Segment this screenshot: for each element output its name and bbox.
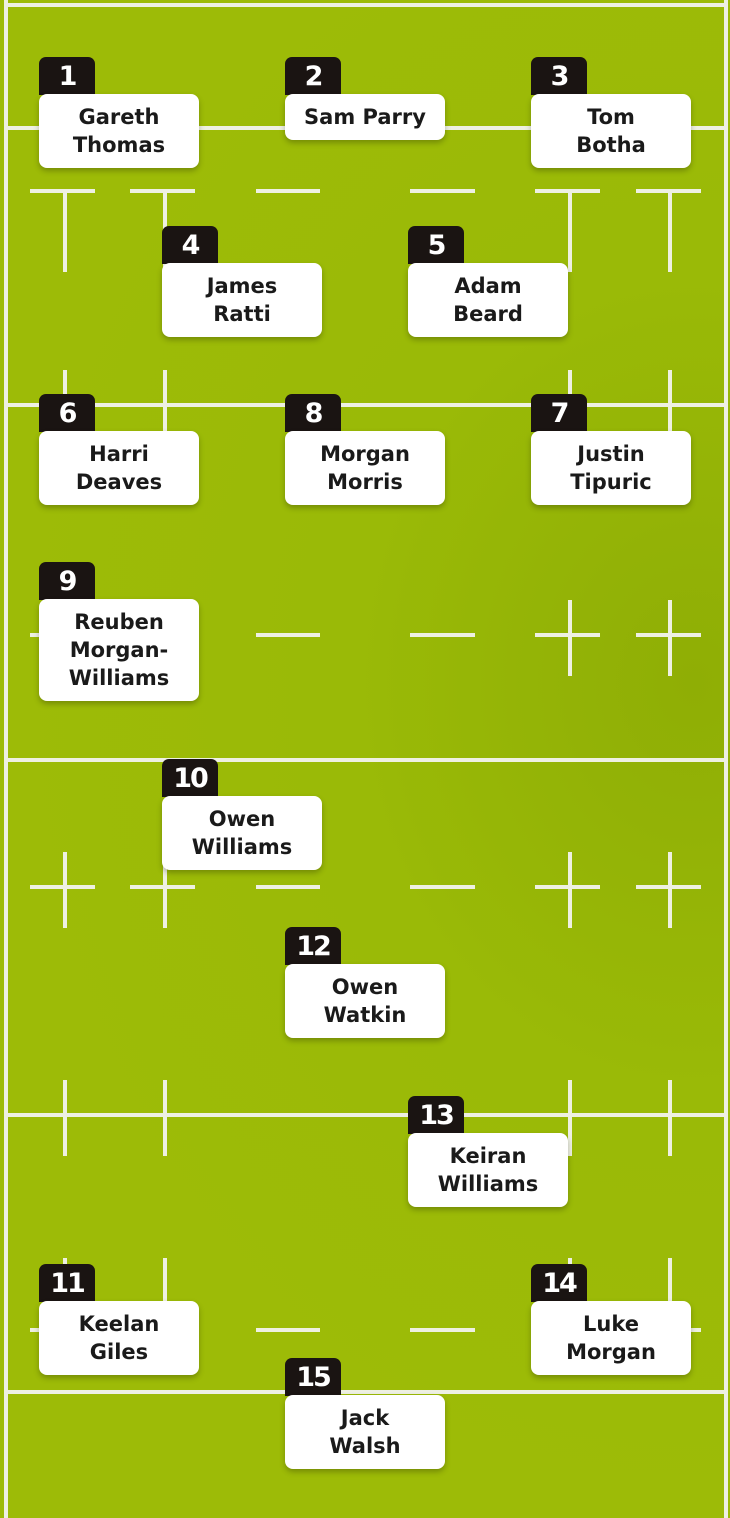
player-number: 14 (531, 1264, 587, 1302)
player-number: 5 (408, 226, 464, 264)
dash-line (410, 1328, 475, 1332)
player-name: Tom Botha (531, 94, 691, 168)
player-name: Keiran Williams (408, 1133, 568, 1207)
player-number: 3 (531, 57, 587, 95)
player-name: Adam Beard (408, 263, 568, 337)
player-name: Luke Morgan (531, 1301, 691, 1375)
player-number: 4 (162, 226, 218, 264)
pitch-line (4, 1390, 728, 1394)
dash-line (410, 189, 475, 193)
dash-line (535, 189, 600, 193)
dash-line (256, 189, 320, 193)
player-name: Reuben Morgan-Williams (39, 599, 199, 701)
dead-ball-line (4, 3, 728, 7)
tick-line (163, 370, 167, 440)
player-number: 11 (39, 1264, 95, 1302)
dash-line (256, 1328, 320, 1332)
pitch-line (4, 758, 728, 762)
dash-line (130, 885, 195, 889)
player-number: 8 (285, 394, 341, 432)
player-name: Sam Parry (285, 94, 445, 140)
player-name: Owen Williams (162, 796, 322, 870)
player-number: 6 (39, 394, 95, 432)
tick-line (568, 191, 572, 272)
pitch-line (4, 403, 728, 407)
dash-line (410, 885, 475, 889)
tick-line (668, 852, 672, 928)
player-number: 15 (285, 1358, 341, 1396)
player-number: 2 (285, 57, 341, 95)
tick-line (163, 852, 167, 928)
dash-line (535, 885, 600, 889)
tick-line (63, 191, 67, 272)
dash-line (130, 189, 195, 193)
tick-line (568, 852, 572, 928)
tick-line (668, 600, 672, 676)
player-number: 9 (39, 562, 95, 600)
dash-line (256, 885, 320, 889)
player-number: 13 (408, 1096, 464, 1134)
tick-line (568, 1080, 572, 1156)
player-name: Justin Tipuric (531, 431, 691, 505)
player-number: 7 (531, 394, 587, 432)
tick-line (668, 370, 672, 440)
dash-line (256, 633, 320, 637)
player-name: Owen Watkin (285, 964, 445, 1038)
tick-line (668, 191, 672, 272)
player-number: 1 (39, 57, 95, 95)
dash-line (30, 885, 95, 889)
tick-line (568, 600, 572, 676)
tick-line (63, 852, 67, 928)
player-name: Jack Walsh (285, 1395, 445, 1469)
player-name: James Ratti (162, 263, 322, 337)
tick-line (668, 1258, 672, 1330)
player-number: 12 (285, 927, 341, 965)
player-name: Keelan Giles (39, 1301, 199, 1375)
dash-line (30, 189, 95, 193)
player-number: 10 (162, 759, 218, 797)
player-name: Gareth Thomas (39, 94, 199, 168)
player-name: Morgan Morris (285, 431, 445, 505)
tick-line (163, 1258, 167, 1330)
dash-line (410, 633, 475, 637)
tick-line (163, 1080, 167, 1156)
pitch-line (4, 1113, 728, 1117)
player-name: Harri Deaves (39, 431, 199, 505)
dash-line (535, 633, 600, 637)
tick-line (668, 1080, 672, 1156)
tick-line (63, 1080, 67, 1156)
